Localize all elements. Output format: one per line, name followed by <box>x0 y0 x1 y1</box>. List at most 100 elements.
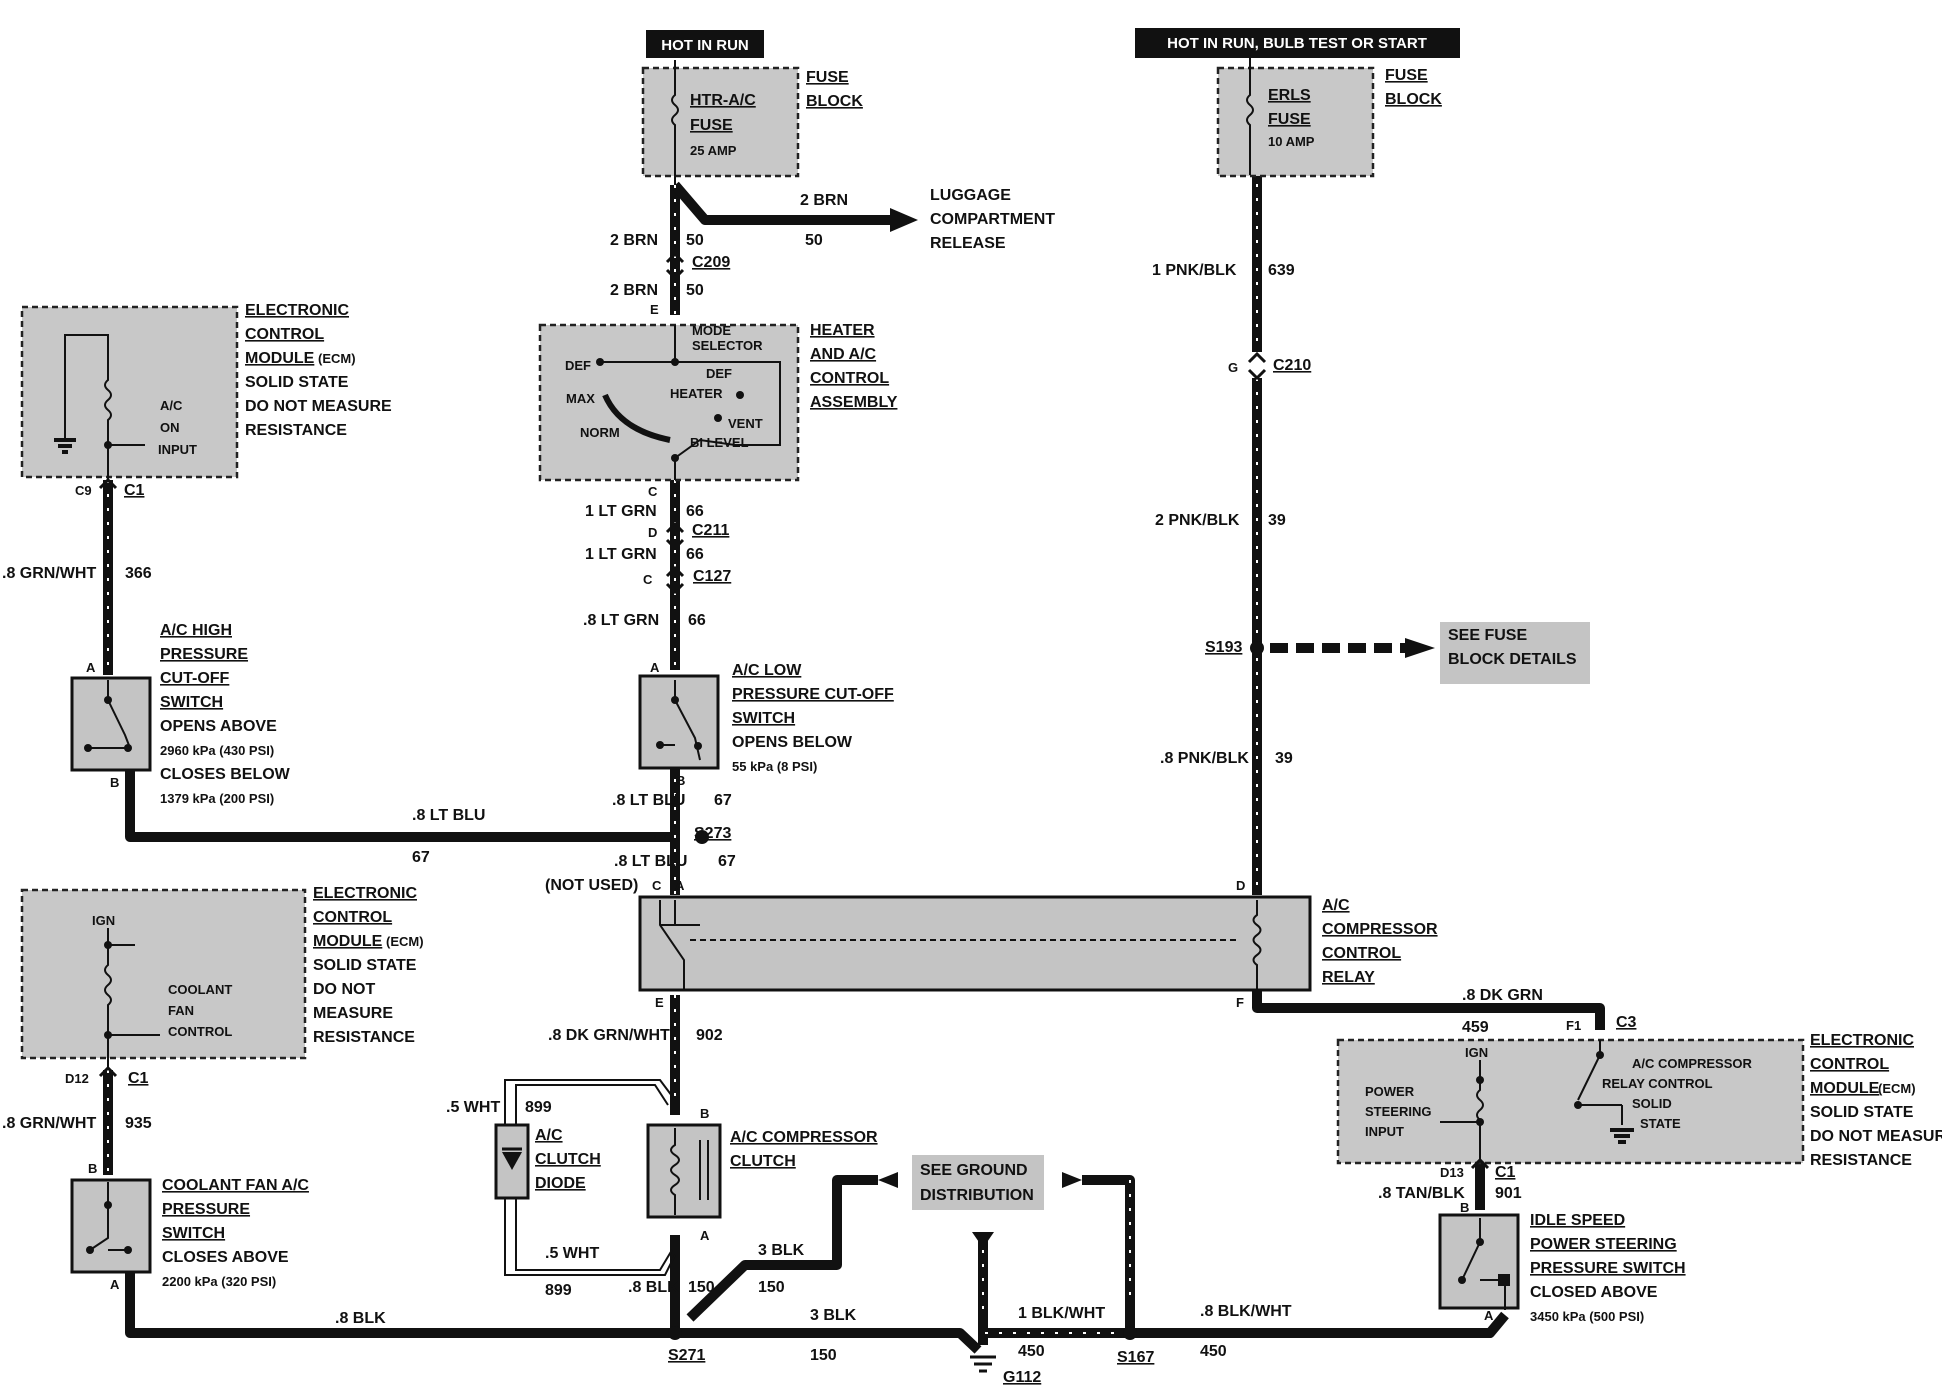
ecm2-l4: SOLID STATE <box>313 957 417 974</box>
diode-wire1: .5 WHT <box>446 1099 500 1116</box>
w3-label: 1 LT GRN <box>585 503 657 520</box>
horiz-blu-circuit: 67 <box>412 849 430 866</box>
w9-circuit: 366 <box>125 565 152 582</box>
low-switch-l3: SWITCH <box>732 710 795 727</box>
r1-circuit: 639 <box>1268 262 1295 279</box>
dkgrn-circuit: 459 <box>1462 1019 1489 1036</box>
relay-pin-a: A <box>675 878 685 893</box>
fan-pin-a: A <box>110 1277 120 1292</box>
ecm2-inner2: FAN <box>168 1003 194 1018</box>
blk8-2-label: .8 BLK <box>628 1279 679 1296</box>
blkwht8-label: .8 BLK/WHT <box>1200 1303 1292 1320</box>
c210-label: C210 <box>1273 357 1311 374</box>
wire-459 <box>1252 990 1605 1030</box>
s167-label: S167 <box>1117 1349 1154 1366</box>
ecm3-in2: STEERING <box>1365 1104 1431 1119</box>
ecm1-l6: RESISTANCE <box>245 422 347 439</box>
ecm3-in3: INPUT <box>1365 1124 1404 1139</box>
heater-vent: VENT <box>728 416 763 431</box>
ecm1-pin: C9 <box>75 483 92 498</box>
diode-l1: A/C <box>535 1127 563 1144</box>
splice-s273 <box>695 830 709 844</box>
ground-right-arrow <box>1062 1172 1082 1188</box>
fuse-htr-name: HTR-A/C <box>690 92 756 109</box>
ecm1-l4: SOLID STATE <box>245 374 349 391</box>
luggage-line2: COMPARTMENT <box>930 211 1055 228</box>
ecm1-l1: ELECTRONIC <box>245 302 349 319</box>
connector-chevrons <box>98 251 1490 1170</box>
heater-l4: ASSEMBLY <box>810 394 898 411</box>
ground-down-arrow <box>972 1232 994 1248</box>
ecm3-in7: STATE <box>1640 1116 1681 1131</box>
diode-l3: DIODE <box>535 1175 586 1192</box>
fuse-details-arrow <box>1405 638 1435 658</box>
ecm2-inner1: COOLANT <box>168 982 232 997</box>
w4-circuit: 66 <box>686 546 704 563</box>
w10-circuit: 935 <box>125 1115 152 1132</box>
ecm2-inner3: CONTROL <box>168 1024 232 1039</box>
wire-hatching <box>107 170 1258 1334</box>
w7-label: .8 LT BLU <box>614 853 687 870</box>
heater-norm: NORM <box>580 425 620 440</box>
relay-l4: RELAY <box>1322 969 1375 986</box>
not-used: (NOT USED) <box>545 877 638 894</box>
w10-label: .8 GRN/WHT <box>2 1115 96 1132</box>
relay-pin-e: E <box>655 995 664 1010</box>
w6-label: .8 LT BLU <box>612 792 685 809</box>
wire-67-horizontal <box>125 770 675 842</box>
w3-circuit: 66 <box>686 503 704 520</box>
ecm3-in6: SOLID <box>1632 1096 1672 1111</box>
ecm2-pin: D12 <box>65 1071 89 1086</box>
ecm1-inner1: A/C <box>160 398 183 413</box>
ecm2-ign: IGN <box>92 913 115 928</box>
ecm3-l2: CONTROL <box>1810 1056 1889 1073</box>
relay-l1: A/C <box>1322 897 1350 914</box>
ecm2-conn: C1 <box>128 1070 149 1087</box>
ecm2-l3: MODULE <box>313 933 383 950</box>
blk8-2-circuit: 150 <box>688 1279 715 1296</box>
blk8-label: .8 BLK <box>335 1310 386 1327</box>
c211-label: C211 <box>692 522 729 539</box>
ecm-ac-on-input <box>20 305 239 479</box>
pin-g: G <box>1228 360 1238 375</box>
blk3-b-circuit: 150 <box>810 1347 837 1364</box>
w2-circuit: 50 <box>686 282 704 299</box>
fuse-erls-name: ERLS <box>1268 87 1311 104</box>
fan-switch-l2: PRESSURE <box>162 1201 250 1218</box>
heater-bilevel: BI LEVEL <box>690 435 749 450</box>
luggage-line1: LUGGAGE <box>930 187 1011 204</box>
hot-in-run-bulb-tag <box>1135 28 1460 58</box>
r3-circuit: 39 <box>1275 750 1293 767</box>
idle-switch-l3: PRESSURE SWITCH <box>1530 1260 1686 1277</box>
heater-selector: SELECTOR <box>692 338 763 353</box>
ecm3-pin2: D13 <box>1440 1165 1464 1180</box>
w6-circuit: 67 <box>714 792 732 809</box>
clutch-l2: CLUTCH <box>730 1153 796 1170</box>
relay-l2: COMPRESSOR <box>1322 921 1438 938</box>
ecm3-ign: IGN <box>1465 1045 1488 1060</box>
ecm3-l3: MODULE <box>1810 1080 1880 1097</box>
w1-circuit: 50 <box>686 232 704 249</box>
fuse-details-l2: BLOCK DETAILS <box>1448 651 1577 668</box>
diode-circuit1: 899 <box>525 1099 552 1116</box>
clutch-l1: A/C COMPRESSOR <box>730 1129 878 1146</box>
c127-label: C127 <box>693 568 731 585</box>
heater-ac-control-assembly <box>538 323 800 482</box>
tan-circuit: 901 <box>1495 1185 1522 1202</box>
c209-label: C209 <box>692 254 730 271</box>
ecm1-l3b: (ECM) <box>318 351 356 366</box>
w2-label: 2 BRN <box>610 282 658 299</box>
fuse-htr-rating: 25 AMP <box>690 143 737 158</box>
ecm2-l3b: (ECM) <box>386 934 424 949</box>
high-switch-l4: SWITCH <box>160 694 223 711</box>
low-pin-b: B <box>676 773 685 788</box>
heater-l1: HEATER <box>810 322 875 339</box>
ecm2-l7: RESISTANCE <box>313 1029 415 1046</box>
idle-pin-b: B <box>1460 1200 1469 1215</box>
ecm-coolant-fan-control <box>20 888 307 1060</box>
high-switch-l3: CUT-OFF <box>160 670 230 687</box>
s193-label: S193 <box>1205 639 1242 656</box>
g112-label: G112 <box>1003 1369 1041 1386</box>
high-switch-l1: A/C HIGH <box>160 622 232 639</box>
fan-switch-l1: COOLANT FAN A/C <box>162 1177 309 1194</box>
